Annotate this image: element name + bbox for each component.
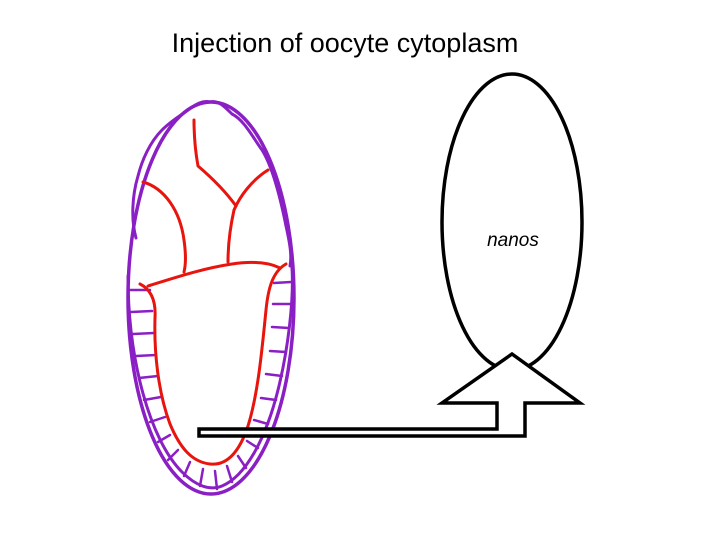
donor-oocyte-outline xyxy=(440,72,584,372)
embryo-cell-boundaries xyxy=(138,118,288,466)
egg-inner-membrane xyxy=(131,100,293,268)
recipient-egg xyxy=(126,100,296,496)
transfer-arrow xyxy=(197,351,586,438)
blastoderm-cell-walls xyxy=(128,280,293,491)
cell-division-top xyxy=(192,118,238,208)
slide-title: Injection of oocyte cytoplasm xyxy=(171,28,519,58)
embryo-cross-boundary xyxy=(146,260,282,288)
donor-oocyte: nanos xyxy=(440,72,584,372)
embryo-inner-outline xyxy=(138,262,288,466)
nanos-label: nanos xyxy=(487,230,539,251)
cell-division-right xyxy=(226,168,270,264)
cell-division-left xyxy=(141,180,187,274)
